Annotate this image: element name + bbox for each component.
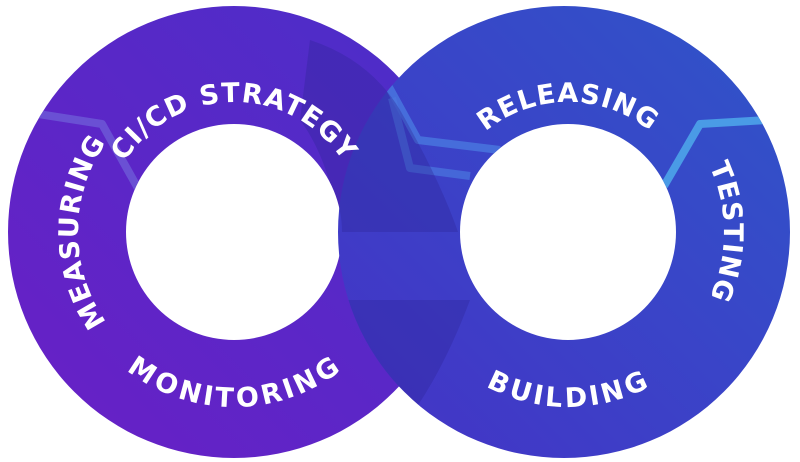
right-loop-ring bbox=[338, 6, 790, 458]
top-crossing-overlay bbox=[300, 40, 458, 232]
